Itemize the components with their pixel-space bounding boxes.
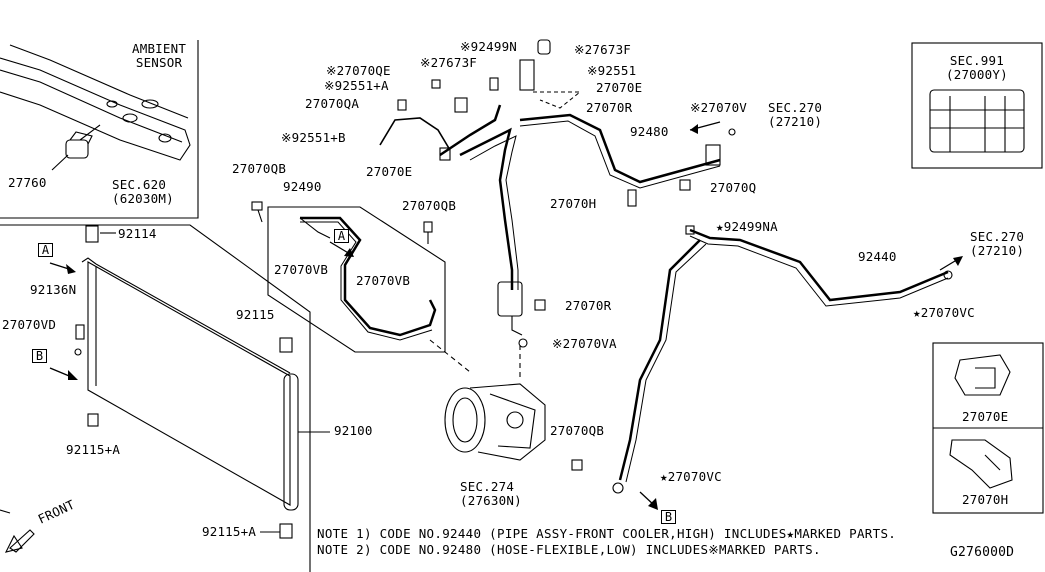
note-1: NOTE 1) CODE NO.92440 (PIPE ASSY-FRONT C… [317,526,897,541]
label-sec270-top: SEC.270 (27210) [768,100,823,129]
label-27070qb-3: 27070QB [550,423,605,438]
label-92499na: ★92499NA [716,219,778,234]
label-inset-27070e: 27070E [962,409,1009,424]
label-27673f-1: ※27673F [420,55,478,70]
label-92551: ※92551 [587,63,637,78]
label-sec620: SEC.620 (62030M) [112,177,174,206]
label-92114: 92114 [118,226,157,241]
label-sec274: SEC.274 (27630N) [460,479,522,508]
label-27070qb-1: 27070QB [232,161,287,176]
bumper-beam [0,57,191,161]
label-27070vd: 27070VD [2,317,57,332]
label-27070vc-bottom: ★27070VC [660,469,722,484]
label-ambient-sensor: AMBIENT SENSOR [132,41,187,70]
label-92115a-bottom: 92115+A [202,524,257,539]
label-27070r-top: 27070R [586,100,633,115]
label-27070h: 27070H [550,196,597,211]
diagram-id: G276000D [950,545,1015,560]
label-27070e-top: 27070E [596,80,643,95]
label-27070qa: 27070QA [305,96,360,111]
label-27070qb-2: 27070QB [402,198,457,213]
label-92440: 92440 [858,249,897,264]
marker-b-pipe: B [661,510,676,524]
label-92551a: ※92551+A [324,78,389,93]
label-27070qe: ※27070QE [326,63,391,78]
ambient-inset-frame [0,40,199,219]
label-92551b: ※92551+B [281,130,346,145]
note-2: NOTE 2) CODE NO.92480 (HOSE-FLEXIBLE,LOW… [317,542,821,557]
marker-b-condenser: B [32,349,47,363]
receiver-tank [283,373,299,511]
ambient-sensor-shape [65,139,89,159]
label-27070q: 27070Q [710,180,757,195]
label-27673f-2: ※27673F [574,42,632,57]
label-92136n: 92136N [30,282,77,297]
label-sec270-right: SEC.270 (27210) [970,229,1025,258]
label-27070vb-1: 27070VB [274,262,329,277]
label-92115: 92115 [236,307,275,322]
label-92490: 92490 [283,179,322,194]
label-27070vb-2: 27070VB [356,273,411,288]
condenser-core [87,261,291,506]
label-92115a-left: 92115+A [66,442,121,457]
label-inset-27070h: 27070H [962,492,1009,507]
label-27070vc-right: ★27070VC [913,305,975,320]
label-27070va: ※27070VA [552,336,617,351]
label-sec991: SEC.991 (27000Y) [946,53,1008,82]
compressor-pulley [444,387,486,453]
marker-a-hose: A [334,229,349,243]
label-92499n: ※92499N [460,39,518,54]
marker-a-condenser: A [38,243,53,257]
label-27070e-mid: 27070E [366,164,413,179]
label-92480: 92480 [630,124,669,139]
label-27070r-mid: 27070R [565,298,612,313]
condenser-frame [0,224,311,572]
label-27070v: ※27070V [690,100,748,115]
label-27760: 27760 [8,175,47,190]
sec991-box [911,42,1043,169]
label-92100: 92100 [334,423,373,438]
